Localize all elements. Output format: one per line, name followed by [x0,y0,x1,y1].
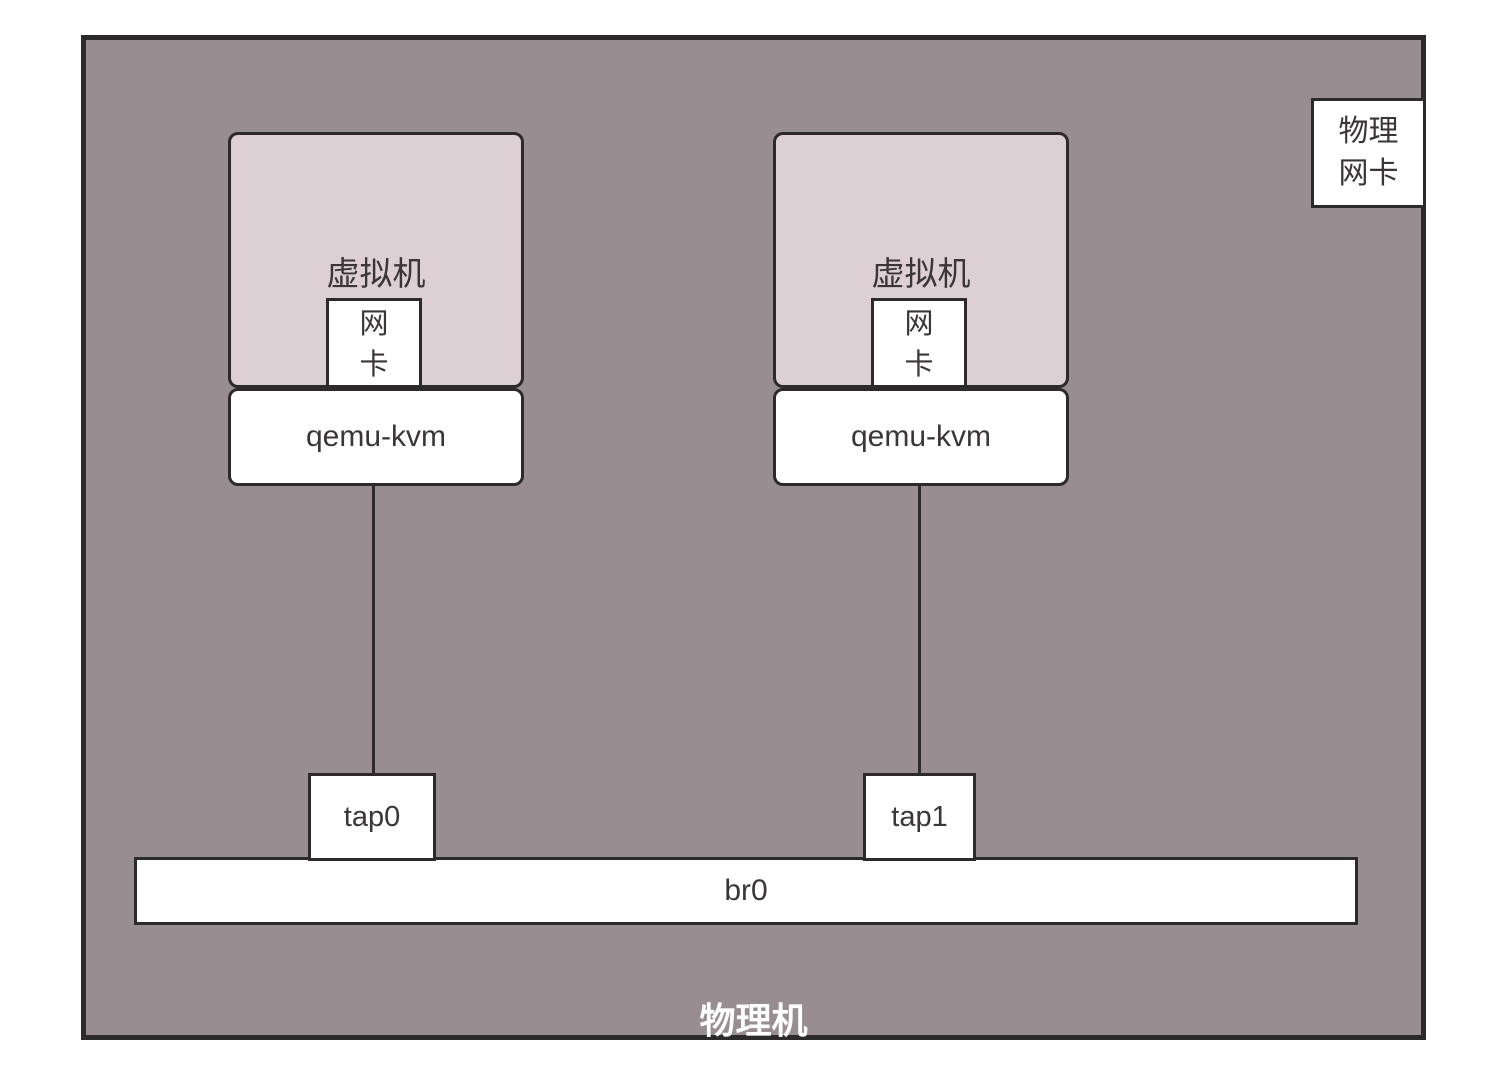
vm-label: 虚拟机 [326,255,426,292]
vm-nic-box: 网 卡 [871,298,967,388]
qemu-kvm-box: qemu-kvm [228,388,524,486]
vm-label: 虚拟机 [871,255,971,292]
bridge-bar: br0 [134,857,1358,925]
physical-nic-box: 物理 网卡 [1311,98,1426,208]
tap-box: tap1 [863,773,976,861]
connector-line [918,486,921,775]
connector-line [372,486,375,775]
host-label: 物理机 [699,1000,808,1041]
tap-box: tap0 [308,773,436,861]
vm-nic-box: 网 卡 [326,298,422,388]
qemu-kvm-box: qemu-kvm [773,388,1069,486]
